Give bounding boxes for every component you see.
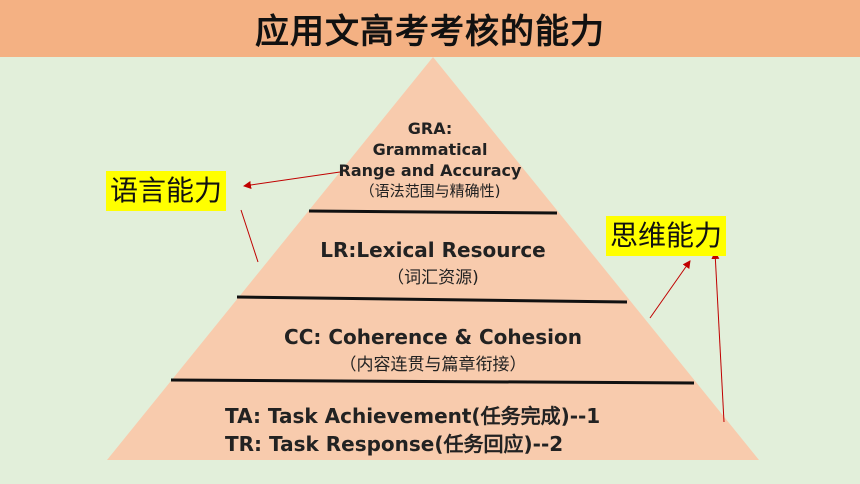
base-label: TA: Task Achievement(任务完成)--1 TR: Task R… — [225, 402, 695, 458]
gra-label: GRA: Grammatical Range and Accuracy （语法范… — [300, 118, 560, 202]
lr-chinese: （词汇资源) — [387, 268, 479, 288]
ta-text: TA: Task Achievement(任务完成)--1 — [225, 404, 601, 428]
page-title: 应用文高考考核的能力 — [255, 12, 605, 52]
pyramid-shape — [107, 57, 759, 460]
thinking-ability-badge: 思维能力 — [606, 216, 727, 256]
tr-text: TR: Task Response(任务回应)--2 — [225, 432, 564, 456]
gra-chinese: （语法范围与精确性) — [359, 182, 501, 200]
cc-chinese: （内容连贯与篇章衔接） — [339, 355, 527, 375]
thinking-arrow-right — [711, 251, 725, 423]
language-connector — [240, 209, 259, 263]
divider-lr-cc — [236, 295, 628, 304]
cc-title: CC: Coherence & Cohesion — [284, 325, 582, 349]
lr-label: LR:Lexical Resource （词汇资源) — [250, 236, 616, 292]
lr-title: LR:Lexical Resource — [320, 238, 546, 262]
gra-code: GRA: — [407, 119, 453, 138]
divider-cc-base — [170, 378, 695, 385]
gra-title-1: Grammatical — [372, 140, 488, 159]
gra-title-2: Range and Accuracy — [338, 161, 522, 180]
cc-label: CC: Coherence & Cohesion （内容连贯与篇章衔接） — [200, 323, 666, 379]
language-arrow — [243, 171, 341, 189]
title-bar: 应用文高考考核的能力 — [0, 0, 860, 57]
thinking-arrow-left — [649, 260, 691, 319]
divider-gra-lr — [308, 209, 558, 215]
language-ability-badge: 语言能力 — [106, 171, 227, 211]
